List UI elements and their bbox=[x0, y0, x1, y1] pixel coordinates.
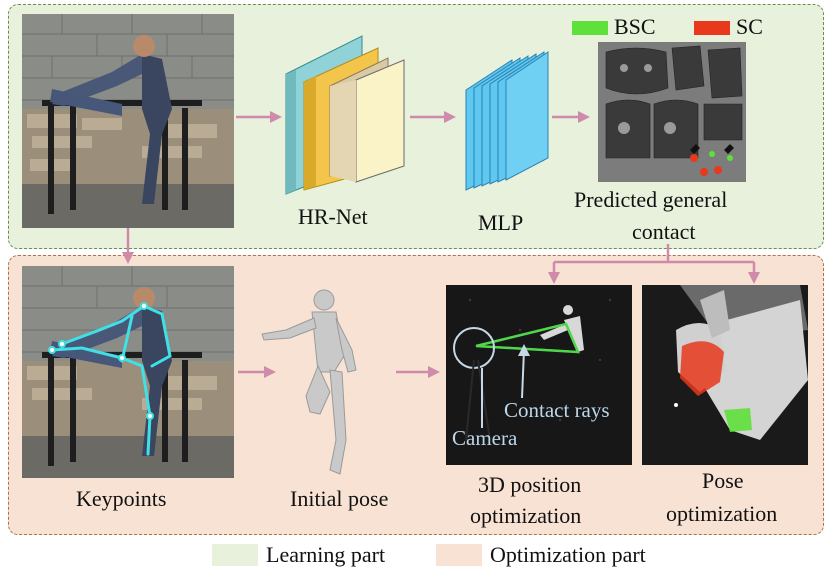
pose-label-line1: Pose bbox=[702, 468, 744, 493]
pose-closeup-scene bbox=[642, 285, 808, 465]
contact-rays-label: Contact rays bbox=[504, 398, 610, 422]
hrnet-icon bbox=[285, 35, 405, 195]
learning-part-swatch bbox=[212, 544, 258, 566]
initial-pose-mesh bbox=[261, 289, 357, 475]
flow-arrows bbox=[122, 111, 760, 378]
sc-swatch bbox=[694, 21, 730, 35]
mlp-label: MLP bbox=[478, 210, 524, 235]
initial-pose-label: Initial pose bbox=[290, 486, 389, 511]
learning-part-label: Learning part bbox=[266, 542, 386, 567]
contact-markers bbox=[690, 144, 734, 176]
pose-label-line2: optimization bbox=[666, 501, 778, 526]
mlp-icon bbox=[465, 51, 549, 191]
position-label-line2: optimization bbox=[470, 503, 582, 528]
optimization-part-label: Optimization part bbox=[490, 542, 646, 567]
keypoints-label: Keypoints bbox=[76, 486, 167, 511]
position-scene bbox=[446, 285, 632, 465]
bsc-label: BSC bbox=[614, 14, 656, 39]
position-label-line1: 3D position bbox=[478, 472, 582, 497]
camera-label: Camera bbox=[452, 426, 518, 450]
input-image bbox=[22, 14, 234, 228]
prediction-label-line1: Predicted general bbox=[574, 187, 728, 212]
sc-label: SC bbox=[736, 14, 763, 39]
bsc-swatch bbox=[572, 21, 608, 35]
contact-map-image bbox=[598, 42, 746, 182]
hrnet-label: HR-Net bbox=[298, 204, 368, 229]
prediction-label-line2: contact bbox=[632, 219, 696, 244]
keypoints-image bbox=[22, 266, 234, 478]
optimization-part-swatch bbox=[436, 544, 482, 566]
